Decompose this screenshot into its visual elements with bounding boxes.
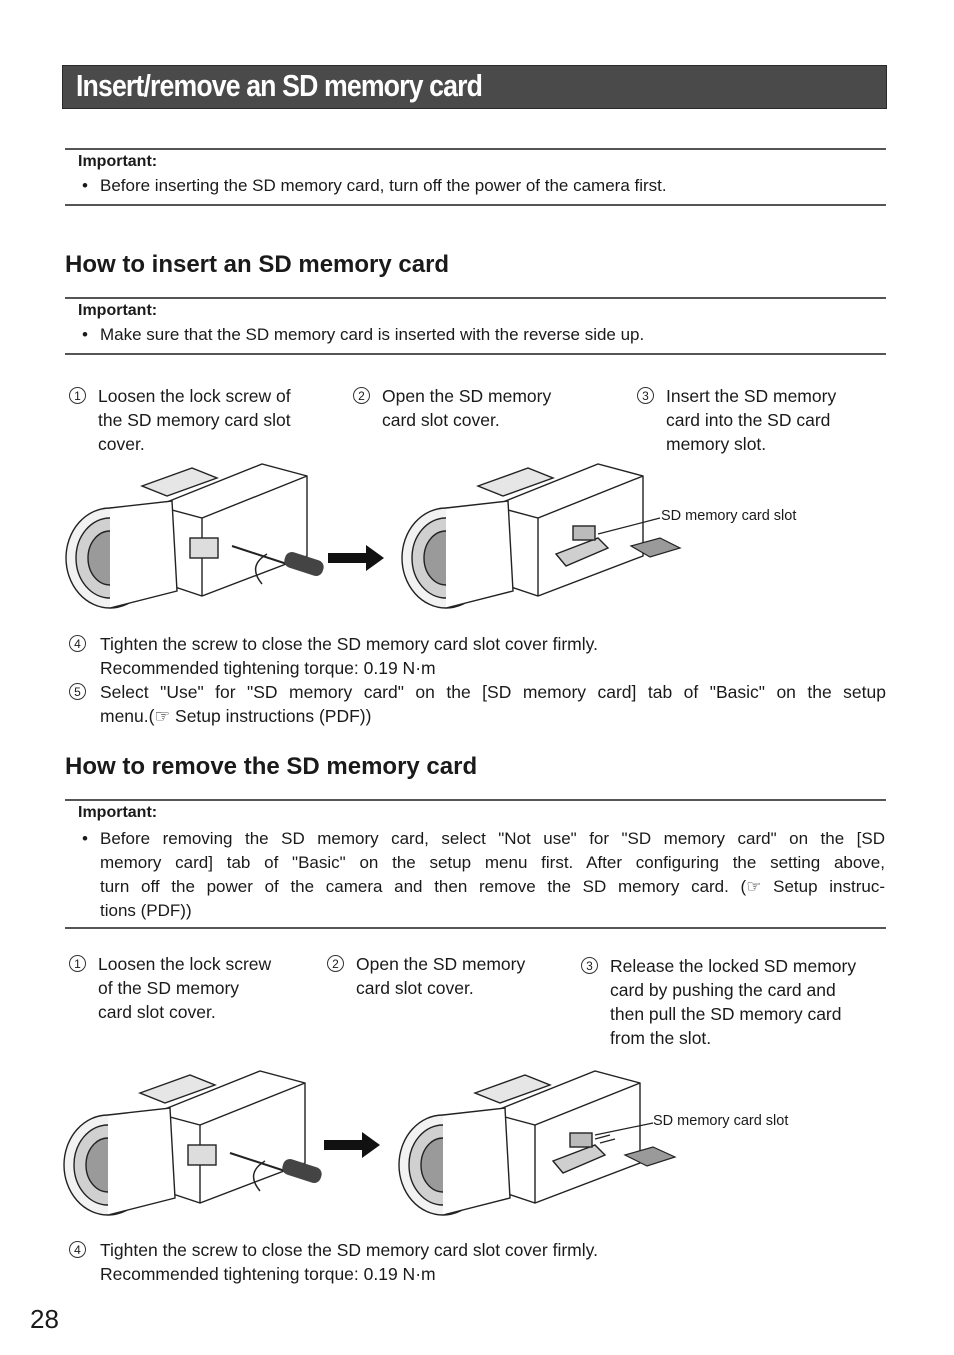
camera-illustration <box>401 463 682 609</box>
important-box-remove: Important: • Before removing the SD memo… <box>65 799 886 929</box>
arrow-right-icon <box>324 1132 380 1158</box>
step-number: 3 <box>637 387 654 404</box>
sd-slot-caption: SD memory card slot <box>661 508 797 524</box>
camera-illustration <box>65 463 324 609</box>
page-title: Insert/remove an SD memory card <box>76 68 483 103</box>
step-number: 1 <box>69 387 86 404</box>
important-label: Important: <box>78 153 158 170</box>
screwdriver-icon <box>229 1152 322 1192</box>
step-number: 3 <box>581 957 598 974</box>
remove-heading: How to remove the SD memory card <box>65 753 478 780</box>
important-label: Important: <box>78 804 158 821</box>
insert-heading: How to insert an SD memory card <box>65 251 450 278</box>
page-title-bar: Insert/remove an SD memory card <box>62 65 887 109</box>
step-number: 5 <box>69 683 86 700</box>
step-number: 1 <box>69 955 86 972</box>
camera-illustration <box>398 1070 677 1216</box>
screwdriver-icon <box>231 545 324 585</box>
sd-slot-caption: SD memory card slot <box>653 1113 789 1129</box>
page-number: 28 <box>30 1304 59 1334</box>
step-number: 2 <box>327 955 344 972</box>
arrow-right-icon <box>328 545 384 571</box>
important-label: Important: <box>78 302 158 319</box>
sd-card-icon <box>629 537 682 558</box>
sd-card-icon <box>623 1146 677 1167</box>
step-number: 4 <box>69 635 86 652</box>
camera-illustration <box>63 1070 322 1216</box>
important-box-top: Important: • Before inserting the SD mem… <box>65 148 886 206</box>
step-number: 4 <box>69 1241 86 1258</box>
step-number: 2 <box>353 387 370 404</box>
important-box-insert: Important: • Make sure that the SD memor… <box>65 297 886 355</box>
